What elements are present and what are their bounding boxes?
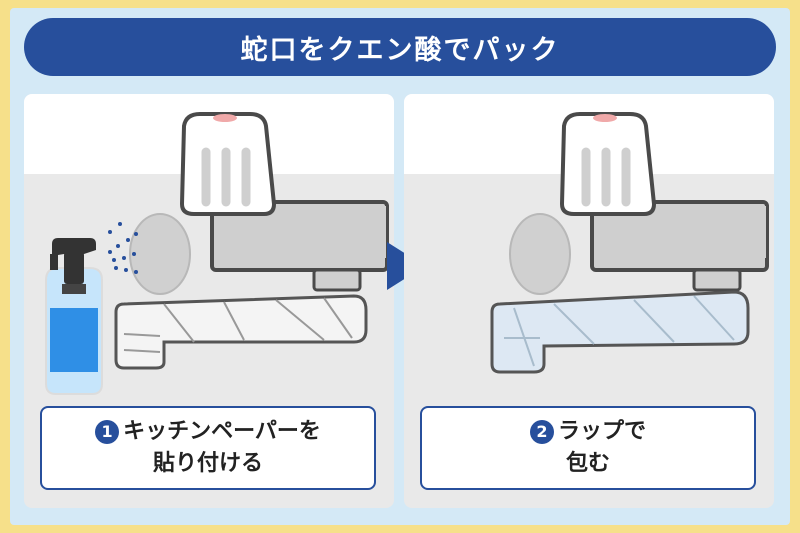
title-banner: 蛇口をクエン酸でパック (24, 18, 776, 76)
step-1-caption: 1 キッチンペーパーを 貼り付ける (40, 406, 376, 490)
step-2-number-badge: 2 (529, 420, 554, 445)
spray-bottle-icon (45, 222, 138, 395)
step-1-panel: 1 キッチンペーパーを 貼り付ける (24, 94, 394, 508)
step-2-illustration (490, 112, 769, 374)
step-1-number-badge: 1 (95, 420, 120, 445)
step-2-panel: 2 ラップで 包む (404, 94, 774, 508)
step-2-text-line2: 包む (565, 451, 610, 476)
plastic-wrap-icon (490, 290, 750, 374)
paper-towel-wrap-icon (114, 294, 368, 370)
step-1-illustration (45, 112, 389, 395)
title-text: 蛇口をクエン酸でパック (240, 34, 560, 66)
step-2-caption: 2 ラップで 包む (420, 406, 756, 490)
step-2-text-line1: ラップで (557, 419, 646, 445)
step-1-text-line2: 貼り付ける (152, 451, 263, 476)
step-1-text-line1: キッチンペーパーを (123, 419, 321, 445)
faucet-icon (129, 112, 389, 295)
faucet-icon (509, 112, 769, 295)
